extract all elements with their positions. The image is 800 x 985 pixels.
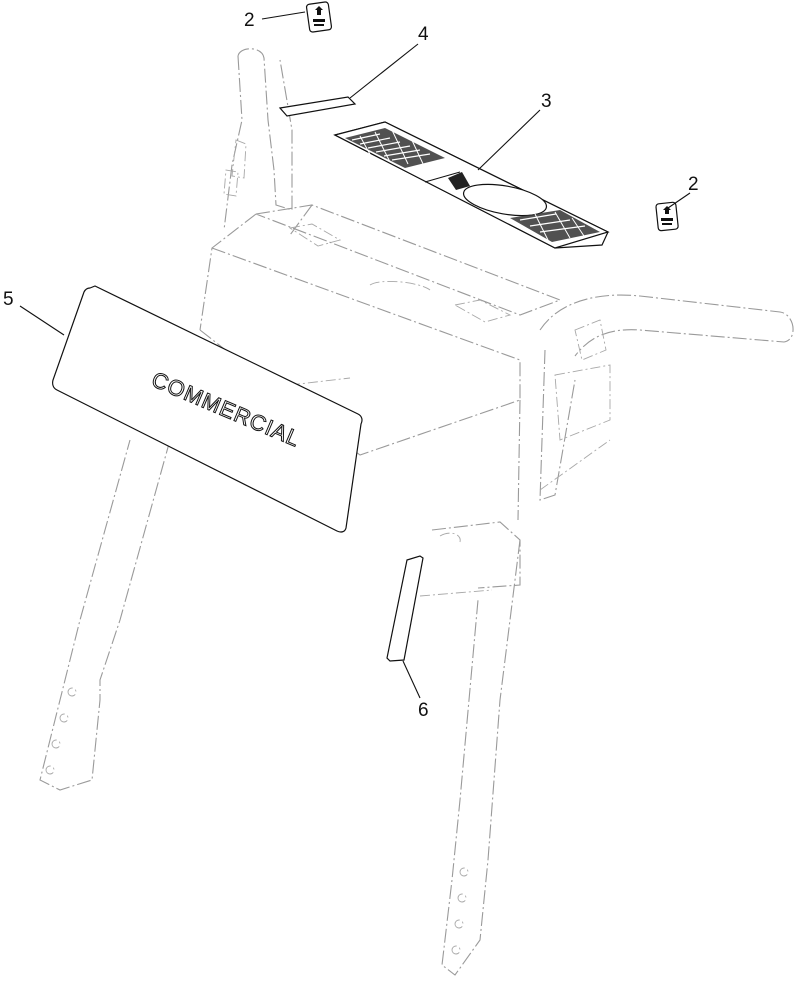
decal-part-5[interactable]: COMMERCIAL xyxy=(52,285,363,533)
decal-part-4[interactable] xyxy=(278,96,357,117)
key-opening xyxy=(462,183,548,217)
control-icons-grid-right xyxy=(510,210,600,242)
callout-5: 5 xyxy=(3,289,14,310)
handle-frame xyxy=(39,48,794,976)
callout-6: 6 xyxy=(418,700,429,721)
arrow-up-icon xyxy=(315,6,323,15)
decal-part-2-right[interactable] xyxy=(655,201,679,232)
leader-lines xyxy=(19,11,691,699)
decal-part-3[interactable] xyxy=(333,121,610,249)
decal-part-2-top[interactable] xyxy=(305,1,333,33)
control-icons-grid xyxy=(345,128,445,168)
callout-2-top: 2 xyxy=(244,10,255,31)
callout-4: 4 xyxy=(418,24,429,45)
callout-3: 3 xyxy=(541,91,552,112)
operator-icon xyxy=(448,172,470,190)
callout-2-right: 2 xyxy=(688,174,699,195)
arrow-up-icon xyxy=(663,206,671,214)
decal-part-6[interactable] xyxy=(386,555,424,662)
